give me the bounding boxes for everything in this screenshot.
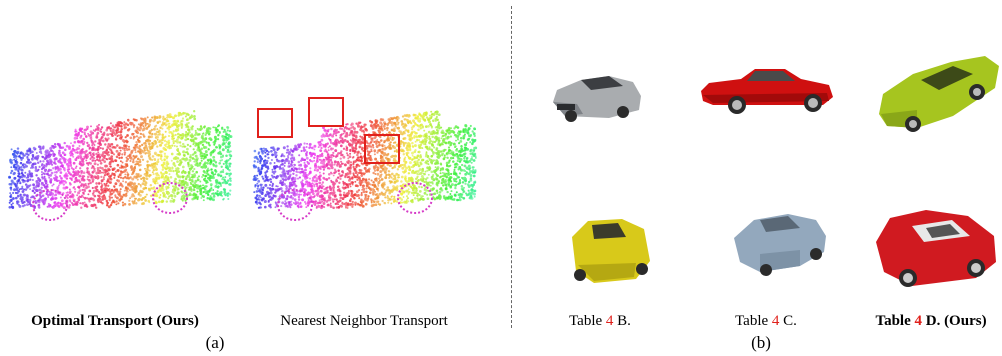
- panel-label-b: (b): [751, 333, 771, 352]
- highlight-box-3: [364, 134, 400, 164]
- car-render-silver: [553, 76, 641, 122]
- point-cloud-car-nearest-neighbor: [252, 110, 478, 221]
- highlight-box-2: [308, 97, 344, 127]
- caption-table-c: Table 4 C.: [735, 313, 797, 329]
- point-cloud-car-optimal: [8, 110, 233, 221]
- car-render-red-classic: [701, 69, 833, 114]
- caption-optimal-transport: Optimal Transport (Ours): [31, 313, 199, 329]
- panel-label-a: (a): [205, 333, 225, 352]
- car-render-blue: [734, 214, 826, 276]
- car-render-lime: [879, 56, 999, 132]
- panel-divider: [511, 6, 512, 328]
- caption-table-d-ours: Table 4 D. (Ours): [875, 313, 987, 329]
- car-render-red-white: [876, 210, 996, 287]
- caption-table-b: Table 4 B.: [569, 313, 631, 329]
- caption-nearest-neighbor: Nearest Neighbor Transport: [280, 313, 448, 329]
- car-render-yellow: [572, 219, 650, 283]
- highlight-box-1: [257, 108, 293, 138]
